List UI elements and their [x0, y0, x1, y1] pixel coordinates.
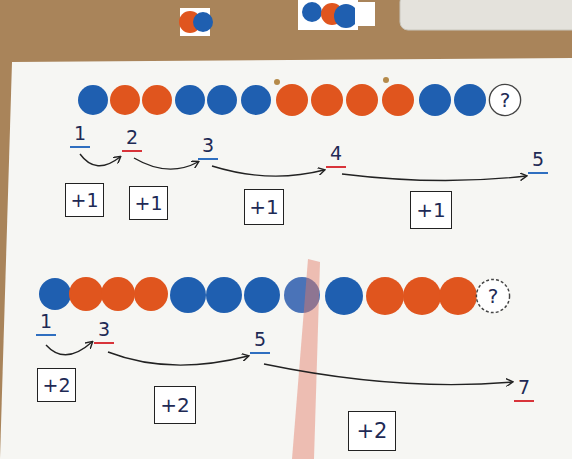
bead-row-one [78, 84, 486, 116]
step-box: +1 [244, 189, 284, 225]
step-box: +2 [348, 411, 396, 451]
step-text: +2 [42, 376, 70, 395]
count-number: 1 [36, 312, 56, 336]
jump-arrow [46, 342, 92, 355]
jump-arrow [342, 174, 526, 181]
count-number: 3 [198, 136, 218, 160]
count-number: 1 [70, 124, 90, 148]
step-text: +2 [357, 421, 388, 442]
step-box: +1 [129, 186, 168, 220]
question-circle: ? [488, 83, 522, 117]
loose-tokens [179, 0, 375, 36]
count-number: 3 [94, 320, 114, 344]
paper-sheet [0, 58, 572, 459]
question-circle: ? [475, 278, 511, 314]
count-number: 2 [122, 128, 142, 152]
count-number: 7 [514, 378, 534, 402]
jump-arrow [264, 364, 512, 385]
question-mark: ? [500, 90, 511, 110]
question-mark: ? [488, 286, 499, 306]
jump-arrow [108, 352, 248, 365]
step-text: +2 [160, 395, 189, 415]
step-box: +2 [154, 386, 196, 424]
jump-arrow [212, 166, 324, 176]
step-text: +1 [249, 197, 278, 217]
bead-row-two [39, 277, 477, 315]
step-text: +1 [70, 191, 98, 210]
step-text: +1 [134, 194, 162, 213]
jump-arrow [134, 158, 198, 169]
step-text: +1 [416, 200, 445, 220]
pencil [292, 259, 320, 459]
step-box: +1 [410, 191, 452, 229]
count-number: 5 [528, 150, 548, 174]
count-number: 5 [250, 330, 270, 354]
step-box: +1 [65, 183, 104, 217]
count-number: 4 [326, 144, 346, 168]
step-box: +2 [37, 368, 76, 402]
jump-arrow [80, 154, 120, 166]
